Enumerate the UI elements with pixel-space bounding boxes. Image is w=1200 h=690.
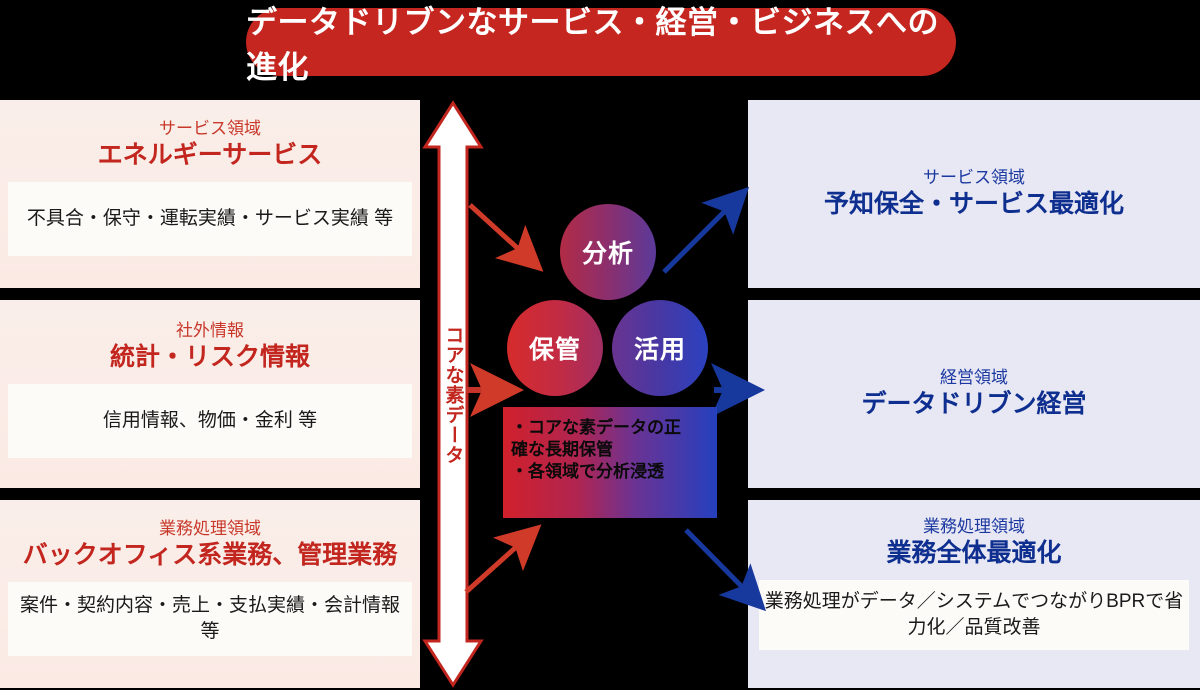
- arrow-center-to-service-output: [662, 186, 750, 274]
- left-panel-energy-service: サービス領域 エネルギーサービス 不具合・保守・運転実績・サービス実績 等: [0, 100, 420, 288]
- core-data-box: ・コアな素データの正 確な長期保管 ・各領域で分析浸透: [503, 407, 717, 518]
- left-panel-backoffice: 業務処理領域 バックオフィス系業務、管理業務 案件・契約内容・売上・支払実績・会…: [0, 500, 420, 688]
- circle-storage-label: 保管: [528, 336, 581, 364]
- left-panel-2-eyebrow: 社外情報: [176, 321, 244, 340]
- left-panel-2-detail: 信用情報、物価・金利 等: [8, 383, 412, 458]
- circle-storage: 保管: [507, 300, 603, 396]
- right-panel-data-driven-management: 経営領域 データドリブン経営: [748, 300, 1200, 488]
- left-panel-external-info: 社外情報 統計・リスク情報 信用情報、物価・金利 等: [0, 300, 420, 488]
- right-panel-3-title: 業務全体最適化: [886, 539, 1062, 568]
- right-panel-operations-optimization: 業務処理領域 業務全体最適化 業務処理がデータ／システムでつながりBPRで省力化…: [748, 500, 1200, 688]
- right-panel-3-eyebrow: 業務処理領域: [923, 517, 1025, 536]
- circle-analysis: 分析: [560, 204, 656, 300]
- circle-analysis-label: 分析: [581, 240, 634, 268]
- left-panel-2-title: 統計・リスク情報: [109, 343, 310, 372]
- right-panel-1-eyebrow: サービス領域: [923, 168, 1025, 188]
- left-panel-1-eyebrow: サービス領域: [159, 119, 261, 138]
- right-panel-predictive-maintenance: サービス領域 予知保全・サービス最適化: [748, 100, 1200, 288]
- left-panel-1-title: エネルギーサービス: [97, 141, 323, 170]
- right-panel-2-title: データドリブン経営: [861, 390, 1087, 419]
- right-panel-1-title: 予知保全・サービス最適化: [823, 190, 1124, 219]
- left-panel-3-detail: 案件・契約内容・売上・支払実績・会計情報 等: [8, 581, 412, 656]
- right-panel-3-detail: 業務処理がデータ／システムでつながりBPRで省力化／品質改善: [759, 579, 1189, 650]
- right-panel-2-eyebrow: 経営領域: [940, 368, 1008, 388]
- left-panel-3-title: バックオフィス系業務、管理業務: [22, 541, 398, 570]
- left-panel-1-detail: 不具合・保守・運転実績・サービス実績 等: [8, 181, 412, 256]
- circle-utilization-label: 活用: [633, 336, 686, 364]
- title-text: データドリブンなサービス・経営・ビジネスへの進化: [246, 5, 939, 85]
- core-box-line-2: ・各領域で分析浸透: [511, 461, 664, 481]
- core-data-arrow-label: コアな素データ: [442, 325, 464, 465]
- title-banner: データドリブンなサービス・経営・ビジネスへの進化: [246, 5, 956, 85]
- core-box-line-1: ・コアな素データの正 確な長期保管: [511, 418, 681, 459]
- circle-utilization: 活用: [612, 300, 708, 396]
- left-panel-3-eyebrow: 業務処理領域: [159, 519, 261, 538]
